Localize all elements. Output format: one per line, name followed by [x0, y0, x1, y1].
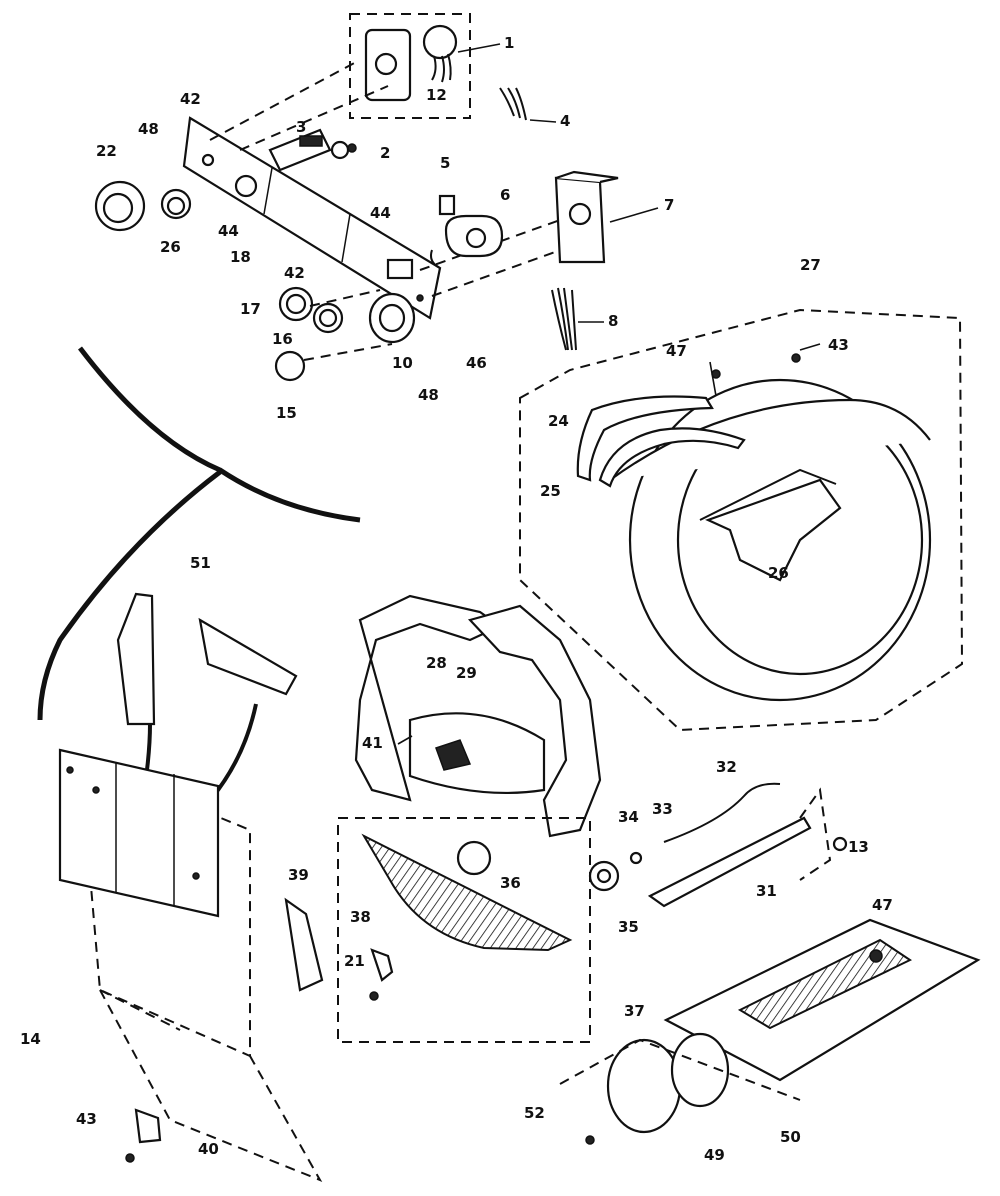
- callout-47b: 47: [872, 896, 893, 914]
- callout-17: 17: [240, 300, 261, 318]
- callout-44a: 44: [218, 222, 239, 240]
- callout-33: 33: [652, 800, 673, 818]
- callout-29: 29: [456, 664, 477, 682]
- callout-51: 51: [190, 554, 211, 572]
- callout-22: 22: [96, 142, 117, 160]
- callout-6: 6: [500, 186, 510, 204]
- callout-42b: 42: [284, 264, 305, 282]
- callout-10: 10: [392, 354, 413, 372]
- control-panel: [182, 59, 601, 320]
- callout-3: 3: [296, 118, 306, 136]
- switch-parts: [268, 87, 557, 172]
- callout-28: 28: [426, 654, 447, 672]
- callout-40: 40: [198, 1140, 219, 1158]
- callout-1: 1: [504, 34, 514, 52]
- callout-36: 36: [500, 874, 521, 892]
- exhaust-duct: [125, 918, 981, 1163]
- thermostat-parts: [430, 194, 504, 269]
- callout-46: 46: [466, 354, 487, 372]
- callout-50: 50: [780, 1128, 801, 1146]
- callout-13: 13: [848, 838, 869, 856]
- callout-labels: 1 12 4 42 48 3 2 22 5 6 7 44 26 18 44 42…: [20, 34, 893, 1164]
- callout-18: 18: [230, 248, 251, 266]
- lint-filter-box: [284, 817, 591, 1043]
- callout-24: 24: [548, 412, 569, 430]
- callout-52: 52: [524, 1104, 545, 1122]
- callout-43b: 43: [76, 1110, 97, 1128]
- callout-14: 14: [20, 1030, 41, 1048]
- cabinet-outline: [37, 346, 361, 721]
- callout-42a: 42: [180, 90, 201, 108]
- timer-7: [554, 170, 659, 264]
- timer-assembly: [349, 13, 501, 119]
- callout-7: 7: [664, 196, 674, 214]
- callout-12: 12: [426, 86, 447, 104]
- callout-26a: 26: [160, 238, 181, 256]
- callout-16: 16: [272, 330, 293, 348]
- callout-27: 27: [800, 256, 821, 274]
- callout-41: 41: [362, 734, 383, 752]
- callout-8: 8: [608, 312, 618, 330]
- callout-48a: 48: [138, 120, 159, 138]
- callout-49: 49: [704, 1146, 725, 1164]
- idler-assembly: [588, 782, 848, 908]
- callout-31: 31: [756, 882, 777, 900]
- callout-21: 21: [344, 952, 365, 970]
- callout-32: 32: [716, 758, 737, 776]
- callout-43a: 43: [828, 336, 849, 354]
- callout-47a: 47: [666, 342, 687, 360]
- drum-assembly: [519, 308, 964, 732]
- callout-25: 25: [540, 482, 561, 500]
- callout-15: 15: [276, 404, 297, 422]
- front-panel: [58, 748, 323, 1182]
- bulkhead: [354, 594, 602, 838]
- callout-44b: 44: [370, 204, 391, 222]
- wire-harness-8: [551, 287, 604, 351]
- callout-5: 5: [440, 154, 450, 172]
- callout-2: 2: [380, 144, 390, 162]
- callout-48b: 48: [418, 386, 439, 404]
- callout-38: 38: [350, 908, 371, 926]
- callout-35: 35: [618, 918, 639, 936]
- knobs-left: [94, 180, 416, 382]
- callout-34: 34: [618, 808, 639, 826]
- callout-37: 37: [624, 1002, 645, 1020]
- callout-26b: 26: [768, 564, 789, 582]
- callout-4: 4: [560, 112, 570, 130]
- callout-39: 39: [288, 866, 309, 884]
